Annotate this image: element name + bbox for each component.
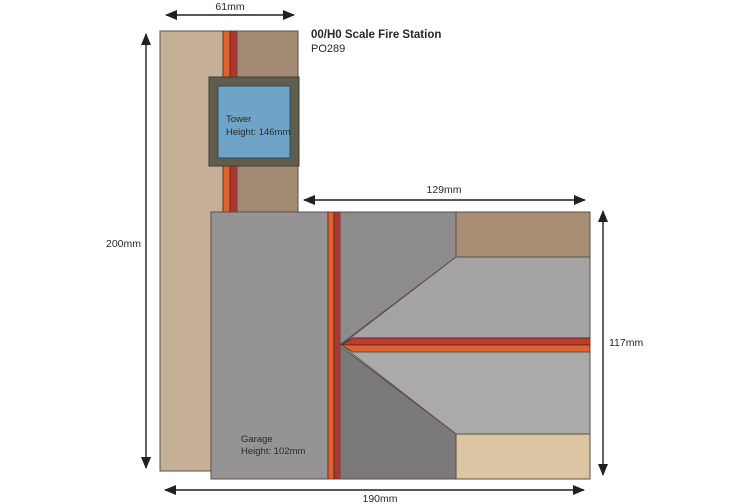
dimension-bottom-width: 190mm bbox=[164, 485, 585, 504]
roof-ridge-red bbox=[339, 337, 591, 346]
dimension-right-depth: 117mm bbox=[598, 210, 643, 476]
dimension-bottom-width-label: 190mm bbox=[362, 493, 397, 504]
roof-ridge-orange bbox=[339, 344, 591, 353]
dimension-top-width: 61mm bbox=[165, 1, 295, 20]
dimension-right-depth-label: 117mm bbox=[609, 337, 643, 349]
base-panel-tan bbox=[455, 433, 591, 480]
tower-label: Tower bbox=[226, 114, 251, 125]
garage-wall-panel bbox=[210, 211, 329, 480]
dimension-left-height-label: 200mm bbox=[106, 238, 141, 250]
garage-label: Garage bbox=[241, 434, 273, 445]
garage-stripe-red bbox=[333, 211, 341, 480]
dimension-roof-width: 129mm bbox=[303, 184, 586, 205]
tower-height-label: Height: 146mm bbox=[226, 127, 291, 138]
tower-roof-blue bbox=[217, 85, 291, 159]
product-code: PO289 bbox=[311, 43, 345, 55]
garage-stripe-orange bbox=[327, 211, 335, 480]
dimension-left-height: 200mm bbox=[106, 33, 151, 469]
rear-wall-band-brown bbox=[455, 211, 591, 258]
garage-height-label: Height: 102mm bbox=[241, 446, 306, 457]
page-title: 00/H0 Scale Fire Station bbox=[311, 29, 441, 41]
dimension-roof-width-label: 129mm bbox=[426, 184, 461, 196]
dimension-top-width-label: 61mm bbox=[215, 1, 244, 13]
